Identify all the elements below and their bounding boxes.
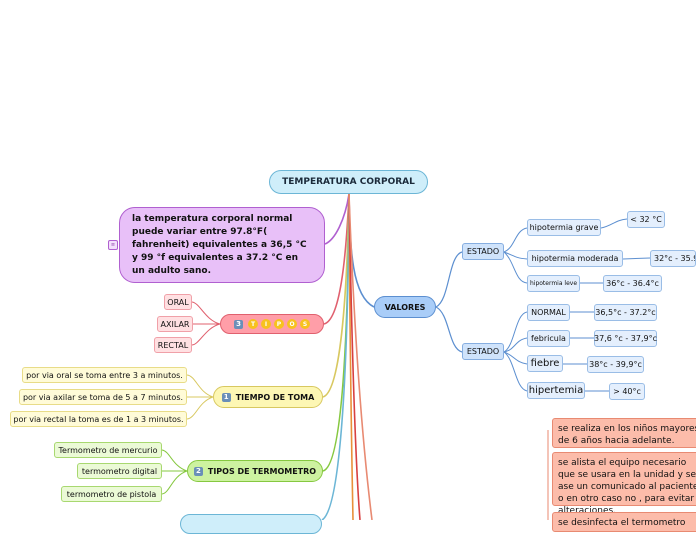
hipotermia-moderada-value[interactable]: 32°c - 35.9°C [650,250,696,267]
link-t3 [186,396,214,420]
link-note [324,193,350,245]
topic-cyan-partial[interactable] [180,514,322,534]
link-e2c [503,351,528,365]
estado-fiebre-value[interactable]: 38°c - 39,9°c [587,356,644,373]
link-e1c [503,251,528,284]
estado-1[interactable]: ESTADO [462,243,504,260]
link-e1a-v [600,218,628,229]
link-e1b [503,251,528,260]
hipotermia-grave[interactable]: hipotermia grave [527,219,601,236]
termometro-label: TIPOS DE TERMOMETRO [207,466,317,476]
termometro-mercurio[interactable]: Termometro de mercurio [54,442,162,458]
tipos-letters: T I P O S [248,319,310,329]
tipo-rectal[interactable]: RECTAL [154,337,192,353]
estado-febricula-value[interactable]: 37,6 °c - 37,9°c [594,330,657,347]
estado-hipertemia-value[interactable]: > 40°c [609,383,645,400]
estado-febricula[interactable]: febricula [527,330,570,347]
link-m1 [161,449,188,472]
link-estado1 [435,251,463,308]
letter-o: O [287,319,297,329]
topic-tiempo-de-toma[interactable]: 1 TIEMPO DE TOMA [213,386,323,408]
termometro-pistola[interactable]: termometro de pistola [61,486,162,502]
link-e2a [503,311,528,353]
topic-tipos[interactable]: 3 T I P O S [220,314,324,334]
connector-lines [161,193,651,520]
link-e2d [503,351,528,392]
topic-tipos-de-termometro[interactable]: 2 TIPOS DE TERMOMETRO [187,460,323,482]
link-t1 [186,374,214,398]
link-rectal [191,323,221,346]
procedimiento-3[interactable]: se desinfecta el termometro [552,512,696,532]
estado-normal[interactable]: NORMAL [527,304,570,321]
link-estado2 [435,306,463,353]
link-oral [191,301,221,325]
topic-valores[interactable]: VALORES [374,296,436,318]
note-icon[interactable]: ≡ [108,240,118,250]
link-termometro [322,193,350,472]
hipotermia-leve-value[interactable]: 36°c - 36.4°c [603,275,662,292]
link-e1b-v [622,257,651,260]
tiempo-oral[interactable]: por via oral se toma entre 3 a minutos. [22,367,187,383]
tiempo-rectal[interactable]: por via rectal la toma es de 1 a 3 minut… [10,411,187,427]
hipotermia-grave-value[interactable]: < 32 °C [627,211,665,228]
priority-2-icon: 2 [193,466,203,476]
letter-s: S [300,319,310,329]
letter-i: I [261,319,271,329]
link-red [348,193,361,520]
central-topic[interactable]: TEMPERATURA CORPORAL [269,170,428,194]
hipotermia-leve[interactable]: hipotermia leve [527,275,580,292]
hipotermia-moderada[interactable]: hipotermia moderada [527,250,623,267]
link-cyan [321,193,350,520]
estado-fiebre[interactable]: fiebre [527,355,563,372]
letter-p: P [274,319,284,329]
link-e2b [503,337,528,353]
priority-3-icon: 3 [234,319,243,329]
link-procedimiento [348,193,373,520]
topic-note[interactable]: la temperatura corporal normal puede var… [119,207,325,283]
tiempo-axilar[interactable]: por via axilar se toma de 5 a 7 minutos. [19,389,187,405]
estado-normal-value[interactable]: 36,5°c - 37.2°c [594,304,657,321]
termometro-digital[interactable]: termometro digital [77,463,162,479]
tiempo-label: TIEMPO DE TOMA [235,392,315,402]
priority-1-icon: 1 [221,392,231,402]
procedimiento-1[interactable]: se realiza en los niños mayores de 6 año… [552,418,696,448]
estado-hipertemia[interactable]: hipertemia [527,382,585,399]
tipo-axilar[interactable]: AXILAR [157,316,193,332]
procedimiento-2[interactable]: se alista el equipo necesario que se usa… [552,452,696,516]
estado-2[interactable]: ESTADO [462,343,504,360]
link-e1a [503,227,528,253]
tipo-oral[interactable]: ORAL [164,294,192,310]
letter-t: T [248,319,258,329]
link-m3 [161,470,188,495]
